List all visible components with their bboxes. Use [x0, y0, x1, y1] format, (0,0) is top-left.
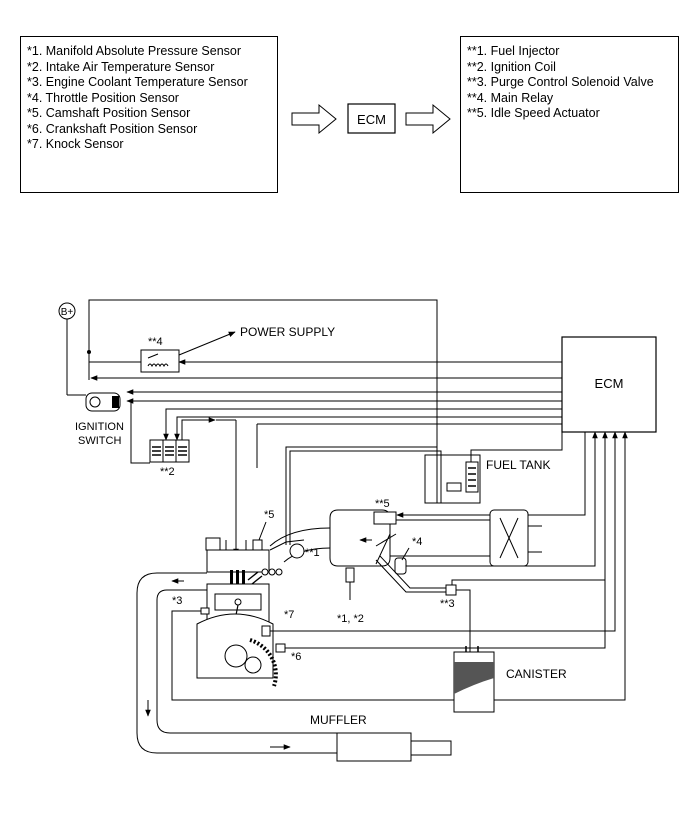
input-item-ckp: *6. Crankshaft Position Sensor — [27, 121, 198, 136]
tps-tag: *4 — [412, 536, 422, 548]
ecm-label: ECM — [595, 376, 624, 391]
muffler-label: MUFFLER — [310, 713, 367, 727]
ecm-small-label: ECM — [357, 112, 386, 127]
cam-tag: *5 — [264, 509, 274, 521]
map-iat-sensor-icon — [345, 567, 355, 583]
main-relay-icon — [140, 349, 180, 373]
isc-valve-icon — [373, 511, 397, 525]
ecm-box — [561, 336, 657, 433]
input-item-cmp: *5. Camshaft Position Sensor — [27, 106, 191, 120]
input-item-knock: *7. Knock Sensor — [27, 137, 124, 151]
output-item-coil: **2. Ignition Coil — [467, 59, 556, 74]
crank-tag: *6 — [291, 651, 301, 663]
relay-tag: **4 — [148, 336, 163, 348]
crank-sensor-icon — [275, 643, 286, 653]
input-item-map: *1. Manifold Absolute Pressure Sensor — [27, 44, 242, 58]
coil-tag: **2 — [160, 466, 175, 478]
output-actuators-list: **1. Fuel Injector **2. Ignition Coil **… — [467, 44, 654, 122]
tps-icon — [394, 557, 407, 575]
purge-tag: **3 — [440, 598, 455, 610]
input-item-ect: *3. Engine Coolant Temperature Sensor — [27, 75, 248, 89]
output-item-isc: **5. Idle Speed Actuator — [467, 106, 600, 120]
injector-tag: **1 — [305, 547, 320, 559]
input-sensors-list: *1. Manifold Absolute Pressure Sensor *2… — [27, 44, 248, 153]
block-arrow-right — [405, 103, 451, 135]
output-item-injector: **1. Fuel Injector — [467, 44, 560, 58]
knock-tag: *7 — [284, 609, 294, 621]
block-arrow-left — [291, 103, 337, 135]
output-actuators-box — [460, 36, 679, 193]
purge-valve-icon — [445, 584, 457, 596]
output-item-relay: **4. Main Relay — [467, 90, 554, 105]
input-item-tps: *4. Throttle Position Sensor — [27, 90, 179, 105]
crank-reluctor — [249, 638, 278, 687]
camshaft-sensor-icon — [252, 539, 263, 551]
battery-label: B+ — [61, 307, 74, 318]
muffler-icon — [336, 732, 412, 762]
engine-head — [206, 549, 270, 573]
ignition-coil-icon — [149, 439, 190, 463]
ignition-label-line2: SWITCH — [78, 435, 121, 447]
map-iat-tag: *1, *2 — [337, 613, 364, 625]
ect-sensor-icon — [200, 607, 210, 615]
exhaust-pipe — [136, 572, 337, 754]
isc-tag: **5 — [375, 498, 390, 510]
input-item-iat: *2. Intake Air Temperature Sensor — [27, 59, 215, 74]
output-item-purge: **3. Purge Control Solenoid Valve — [467, 75, 654, 89]
ignition-switch-icon — [67, 392, 121, 412]
ecm-small-box — [347, 103, 396, 134]
power-supply-label: POWER SUPPLY — [240, 325, 335, 339]
knock-sensor-icon — [261, 625, 271, 637]
fuel-tank-label: FUEL TANK — [486, 458, 550, 472]
ect-tag: *3 — [172, 595, 182, 607]
fuel-pump-icon — [465, 461, 479, 493]
canister-label: CANISTER — [506, 667, 567, 681]
ignition-label-line1: IGNITION — [75, 421, 124, 433]
input-sensors-box — [20, 36, 278, 193]
